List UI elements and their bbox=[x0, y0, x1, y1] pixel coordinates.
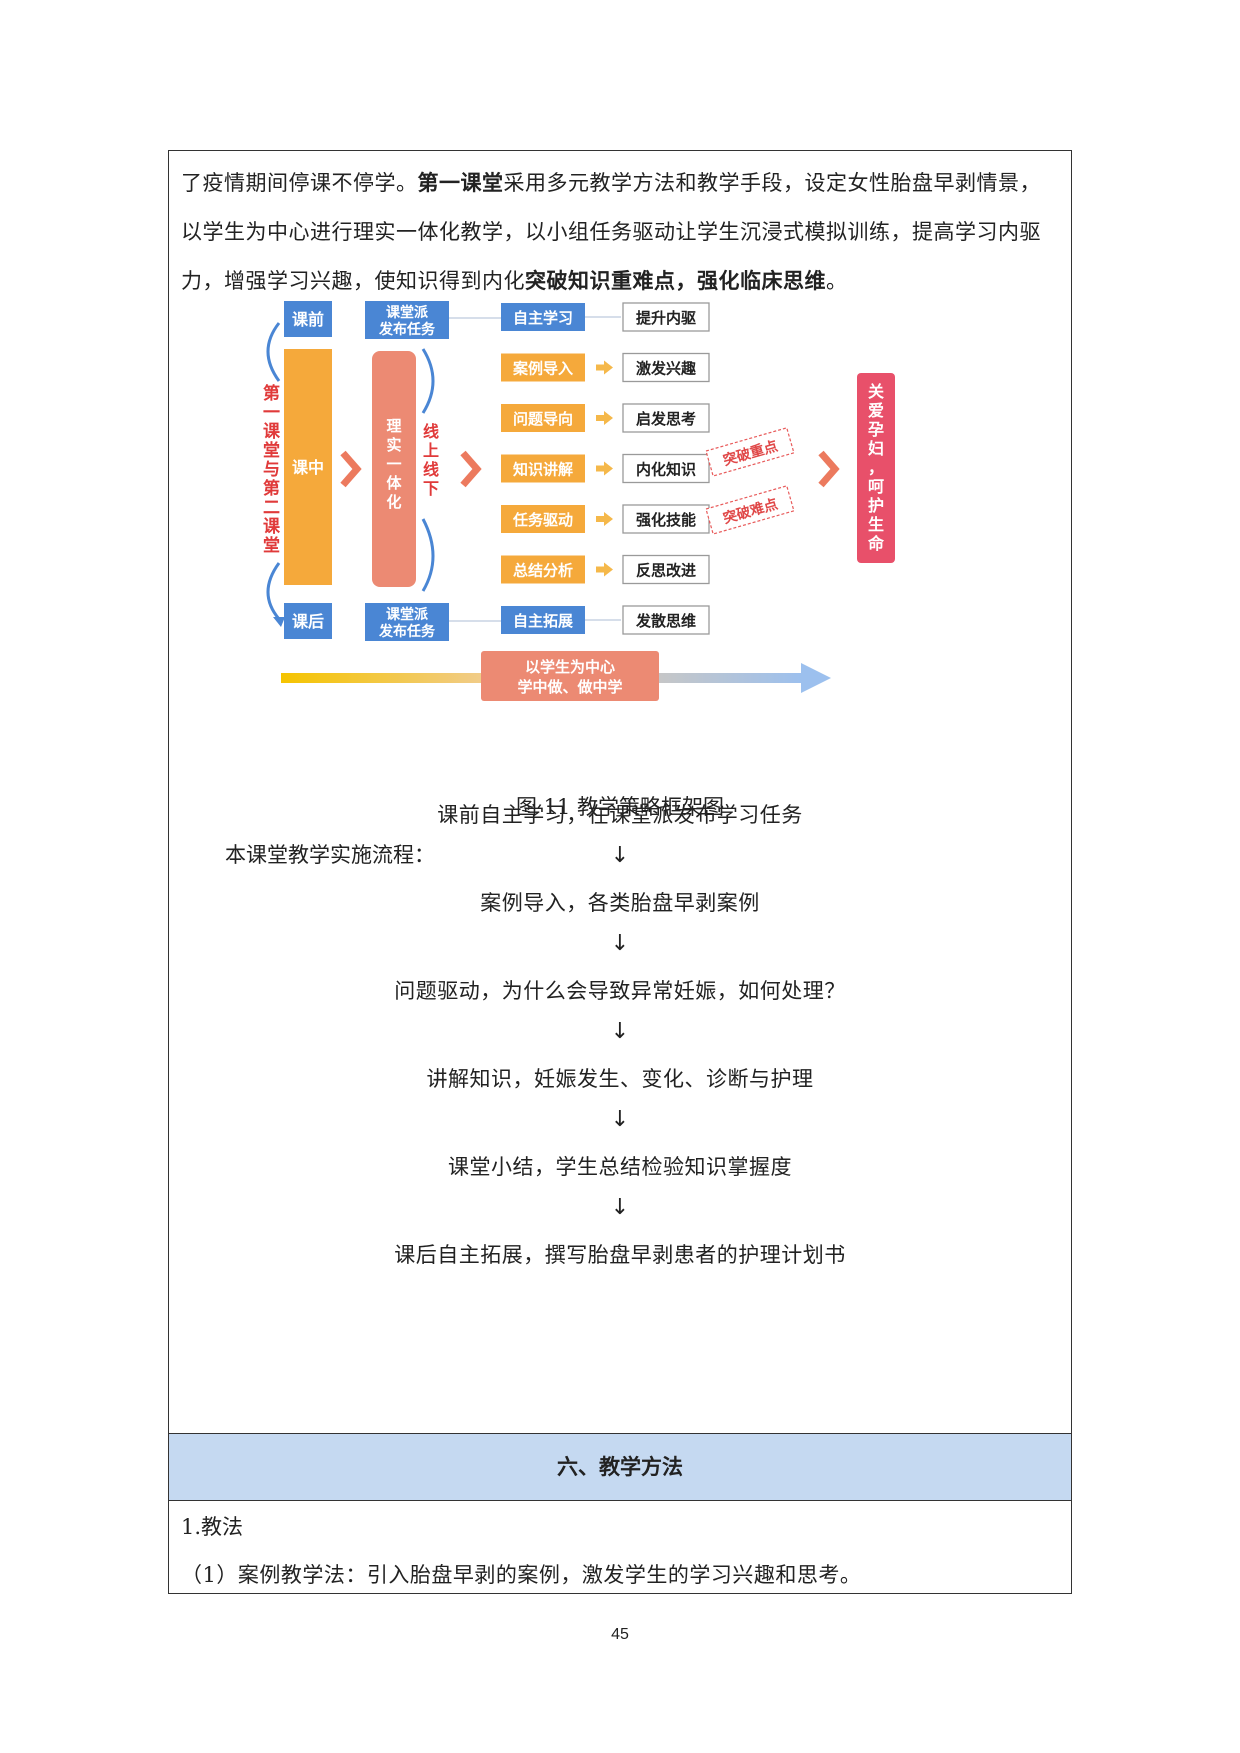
during-class-label: 课中 bbox=[292, 458, 324, 477]
intro-text-3: 。 bbox=[826, 269, 848, 293]
bracket-arc-bottom bbox=[266, 562, 281, 620]
step-arrow-icon bbox=[596, 461, 613, 476]
step-arrow-icon bbox=[596, 512, 613, 526]
outcome-label: 启发思考 bbox=[636, 410, 696, 428]
before-class-label: 课前 bbox=[292, 310, 324, 329]
chevron-3 bbox=[818, 450, 840, 488]
flow-intro: 本课堂教学实施流程： bbox=[225, 843, 435, 867]
step-box bbox=[501, 353, 585, 382]
goal-label: 关爱孕妇，呵护生命 bbox=[867, 382, 885, 553]
outcome-label: 反思改进 bbox=[636, 562, 696, 580]
outcome-label: 激发兴趣 bbox=[636, 360, 697, 378]
down-arrow-icon: ↓ bbox=[610, 843, 630, 868]
online-arc-top bbox=[421, 348, 435, 414]
integration-label: 理实一体化 bbox=[386, 417, 402, 511]
down-arrow-icon: ↓ bbox=[610, 1107, 630, 1132]
intro-text-1: 了疫情期间停课不停学。 bbox=[181, 171, 418, 195]
stamp-key-points: 突破重点 bbox=[705, 427, 795, 477]
bracket-arrow-head bbox=[273, 617, 285, 627]
outcome-label: 发散思维 bbox=[635, 612, 696, 630]
flow-step: 课后自主拓展，撰写胎盘早剥患者的护理计划书 bbox=[394, 1243, 846, 1267]
step-arrow-icon bbox=[596, 360, 613, 375]
intro-bold-2: 突破知识重难点，强化临床思维 bbox=[525, 269, 826, 293]
platform-before-line2: 发布任务 bbox=[378, 321, 436, 338]
flow-step: 案例导入，各类胎盘早剥案例 bbox=[480, 891, 760, 915]
step-arrow-icon bbox=[596, 411, 613, 425]
flow-step: 课前自主学习，在课堂派发布学习任务 bbox=[437, 803, 803, 827]
intro-paragraph: 了疫情期间停课不停学。第一课堂采用多元教学方法和教学手段，设定女性胎盘早剥情景，… bbox=[181, 159, 1061, 306]
step-box bbox=[501, 454, 585, 483]
step-box bbox=[501, 404, 585, 432]
teaching-strategy-diagram: 第一课堂与第二课堂 课前 课中 课后 课堂派 发布任务 理实一体化 课堂派 发布… bbox=[263, 301, 895, 701]
outcome-box bbox=[622, 453, 710, 484]
step-label: 自主学习 bbox=[513, 309, 573, 327]
integration-bar bbox=[372, 351, 416, 587]
online-offline-label: 线上线下 bbox=[423, 422, 439, 498]
page-number: 45 bbox=[611, 1626, 629, 1643]
platform-after-line2: 发布任务 bbox=[378, 623, 436, 640]
center-line1: 以学生为中心 bbox=[525, 658, 615, 676]
flow-step: 讲解知识，妊娠发生、变化、诊断与护理 bbox=[426, 1067, 814, 1091]
down-arrow-icon: ↓ bbox=[610, 1195, 630, 1220]
flow-step: 问题驱动，为什么会导致异常妊娠，如何处理？ bbox=[394, 979, 846, 1003]
platform-after-line1: 课堂派 bbox=[386, 606, 429, 623]
outcome-box bbox=[622, 605, 710, 635]
intro-bold-1: 第一课堂 bbox=[417, 171, 504, 195]
content-frame: 了疫情期间停课不停学。第一课堂采用多元教学方法和教学手段，设定女性胎盘早剥情景，… bbox=[168, 150, 1072, 1594]
intro-text-2: 采用多元教学方法和教学手段，设定女性胎盘早剥情景，以学生为中心进行理实一体化教学… bbox=[181, 171, 1041, 293]
step-label: 总结分析 bbox=[513, 562, 573, 580]
center-line2: 学中做、做中学 bbox=[517, 678, 622, 696]
left-vertical-label: 第一课堂与第二课堂 bbox=[263, 383, 281, 556]
platform-before-box bbox=[365, 301, 449, 339]
chevron-1 bbox=[340, 450, 362, 488]
progress-arrow-head bbox=[801, 663, 831, 693]
method-line: （1）案例教学法：引入胎盘早剥的案例，激发学生的学习兴趣和思考。 bbox=[181, 1563, 862, 1587]
stamp-difficult-points: 突破难点 bbox=[705, 485, 795, 535]
outcome-box bbox=[622, 504, 710, 534]
step-arrow-icon bbox=[596, 562, 613, 577]
section-header: 六、教学方法 bbox=[169, 1433, 1071, 1501]
step-box bbox=[501, 505, 585, 533]
before-class-box bbox=[284, 301, 332, 337]
outcome-box bbox=[622, 403, 710, 433]
outcome-box bbox=[622, 554, 710, 585]
step-label: 任务驱动 bbox=[512, 511, 573, 529]
chevron-2 bbox=[460, 450, 482, 488]
during-class-bar bbox=[284, 349, 332, 585]
method-title: 1.教法 bbox=[181, 1515, 244, 1539]
step-label: 案例导入 bbox=[512, 360, 573, 378]
figure-caption: 图 11 教学策略框架图 bbox=[515, 795, 725, 819]
down-arrow-icon: ↓ bbox=[610, 931, 630, 956]
step-box bbox=[501, 606, 585, 634]
step-box bbox=[501, 303, 585, 331]
step-box bbox=[501, 555, 585, 584]
goal-box bbox=[857, 373, 895, 563]
platform-after-box bbox=[365, 603, 449, 641]
flow-step: 课堂小结，学生总结检验知识掌握度 bbox=[448, 1155, 792, 1179]
after-class-box bbox=[284, 603, 332, 639]
outcome-label: 内化知识 bbox=[636, 461, 696, 479]
after-class-label: 课后 bbox=[292, 612, 324, 631]
down-arrow-icon: ↓ bbox=[610, 1019, 630, 1044]
outcome-label: 提升内驱 bbox=[636, 309, 696, 327]
outcome-box bbox=[622, 302, 710, 332]
platform-before-line1: 课堂派 bbox=[386, 304, 429, 321]
step-label: 问题导向 bbox=[513, 410, 573, 428]
outcome-box bbox=[622, 352, 710, 383]
bracket-arc-top bbox=[266, 322, 281, 382]
center-box bbox=[481, 651, 659, 701]
step-label: 自主拓展 bbox=[513, 612, 573, 630]
step-label: 知识讲解 bbox=[513, 461, 573, 479]
online-arc-bottom bbox=[421, 518, 435, 592]
outcome-label: 强化技能 bbox=[636, 511, 696, 529]
